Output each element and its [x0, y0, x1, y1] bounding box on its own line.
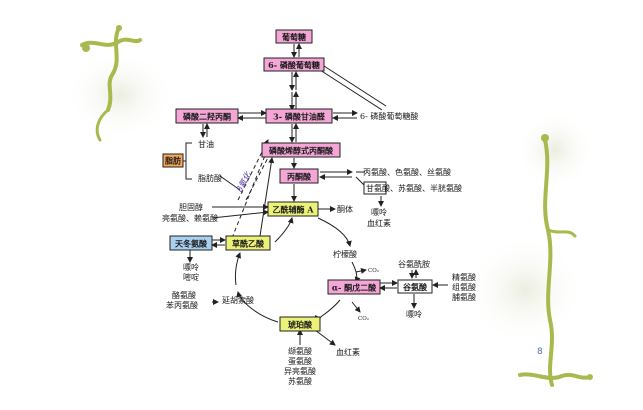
- label-purine-2: 嘌呤: [183, 262, 199, 272]
- label-pyrimidine: 嘧啶: [183, 272, 199, 282]
- label-amino-acids-row2: 甘氨酸、苏氨酸、半胱氨酸: [366, 183, 462, 193]
- node-citrate: 柠檬酸: [333, 249, 357, 259]
- svg-text:磷酸烯醇式丙酮酸: 磷酸烯醇式丙酮酸: [269, 146, 334, 156]
- page-number: 8: [537, 347, 543, 357]
- svg-text:丙酮酸: 丙酮酸: [287, 172, 312, 182]
- label-purine-3: 嘌呤: [406, 309, 422, 319]
- label-beta-oxidation: β氧化: [235, 170, 254, 194]
- label-heme-2: 血红素: [336, 347, 360, 357]
- node-6-phosphogluconate: 6- 磷酸葡萄糖酸: [360, 111, 418, 121]
- label-tyrosine: 酪氨酸: [172, 290, 196, 300]
- node-fat: 脂肪: [162, 153, 184, 168]
- label-valine: 缬氨酸: [288, 346, 312, 356]
- svg-text:琥珀酸: 琥珀酸: [288, 320, 313, 330]
- node-glucose-6-phosphate: 6- 磷酸葡萄糖: [263, 57, 325, 72]
- svg-text:6- 磷酸葡萄糖: 6- 磷酸葡萄糖: [268, 60, 320, 70]
- node-aspartate: 天冬氨酸: [169, 235, 213, 251]
- label-isoleucine: 异亮氨酸: [284, 366, 316, 376]
- glycine-box: [363, 181, 387, 195]
- label-fatty-acid: 脂肪酸: [198, 173, 222, 183]
- svg-text:草酰乙酸: 草酰乙酸: [232, 239, 265, 249]
- label-glycerol: 甘油: [198, 139, 214, 149]
- label-co2-b: CO₂: [358, 316, 369, 322]
- node-oxaloacetate: 草酰乙酸: [225, 235, 271, 251]
- node-pyruvate: 丙酮酸: [279, 168, 319, 184]
- label-proline: 脯氨酸: [452, 292, 476, 302]
- label-purine: 嘌呤: [371, 207, 387, 217]
- node-glutamine: 谷氨酰胺: [398, 259, 430, 269]
- svg-text:天冬氨酸: 天冬氨酸: [175, 239, 208, 249]
- decorative-background: [65, 25, 595, 387]
- node-phosphoenolpyruvate: 磷酸烯醇式丙酮酸: [261, 142, 341, 158]
- node-dihydroxyacetone-phosphate: 磷酸二羟丙酮: [175, 108, 239, 124]
- node-glucose: 葡萄糖: [275, 29, 313, 44]
- node-glutamate: 谷氨酸: [397, 279, 433, 294]
- node-alpha-ketoglutarate: α- 酮戊二酸: [327, 279, 381, 295]
- label-ketone-bodies: 酮体: [337, 204, 353, 214]
- label-methionine: 蛋氨酸: [288, 356, 312, 366]
- label-threonine: 苏氨酸: [288, 376, 312, 386]
- svg-text:脂肪: 脂肪: [164, 156, 181, 166]
- label-amino-acids-row1: 丙氨酸、色氨酸、丝氨酸: [363, 167, 451, 177]
- svg-text:乙酰辅酶 A: 乙酰辅酶 A: [273, 205, 315, 215]
- svg-text:葡萄糖: 葡萄糖: [281, 32, 306, 42]
- label-cholesterol: 胆固醇: [179, 202, 203, 212]
- label-histidine: 组氨酸: [452, 282, 476, 292]
- svg-text:磷酸二羟丙酮: 磷酸二羟丙酮: [183, 112, 231, 122]
- pathway-labels: 甘油 脂肪酸 β氧化 丙氨酸、色氨酸、丝氨酸 甘氨酸、苏氨酸、半胱氨酸 酮体 嘌…: [162, 139, 476, 386]
- label-phenylalanine: 苯丙氨酸: [166, 300, 198, 310]
- node-fumarate: 延胡索酸: [222, 295, 254, 305]
- label-heme: 血红素: [367, 218, 391, 228]
- label-leucine-lysine: 亮氨酸、赖氨酸: [162, 213, 218, 223]
- svg-text:3- 磷酸甘油醛: 3- 磷酸甘油醛: [273, 112, 326, 122]
- svg-text:α- 酮戊二酸: α- 酮戊二酸: [332, 283, 377, 293]
- label-arginine: 精氨酸: [452, 272, 476, 282]
- node-succinyl: 琥珀酸: [279, 316, 321, 332]
- label-co2-a: CO₂: [368, 268, 379, 274]
- svg-text:谷氨酸: 谷氨酸: [402, 282, 428, 292]
- node-glyceraldehyde-3-phosphate: 3- 磷酸甘油醛: [265, 108, 333, 124]
- node-acetyl-coa: 乙酰辅酶 A: [267, 201, 319, 217]
